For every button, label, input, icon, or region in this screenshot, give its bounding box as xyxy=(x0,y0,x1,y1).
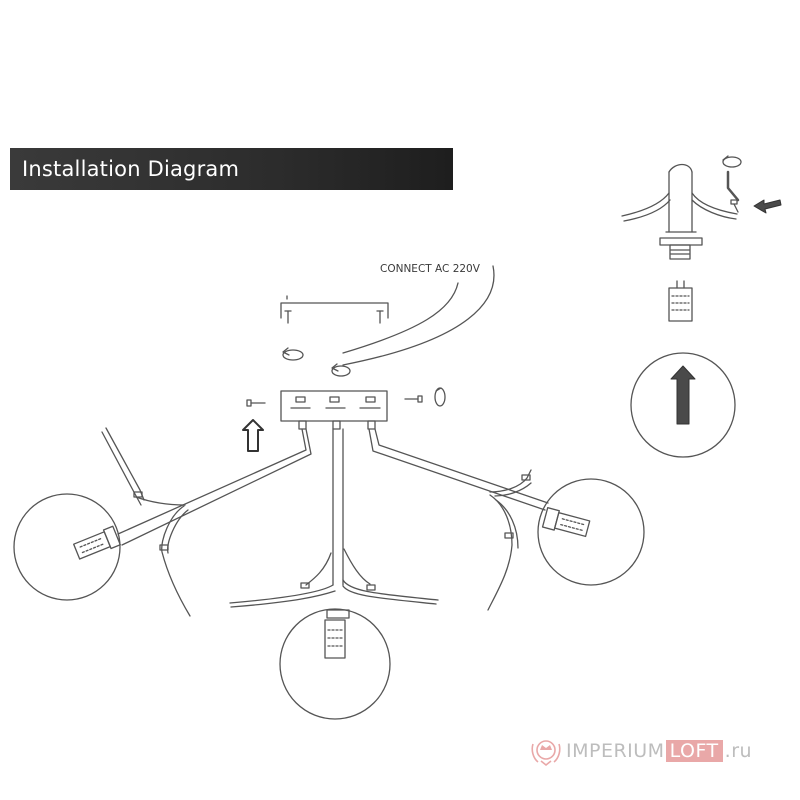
left-arrow-icon xyxy=(753,199,782,214)
bulb-detail xyxy=(668,280,693,322)
power-label: CONNECT AC 220V xyxy=(380,263,481,275)
canopy-box xyxy=(280,390,388,430)
left-arm xyxy=(101,427,312,617)
power-wire-2 xyxy=(342,265,495,366)
screw-icon xyxy=(404,395,423,403)
header-bar: Installation Diagram xyxy=(10,148,453,190)
screw-icon xyxy=(376,310,384,324)
watermark-brand-2: LOFT xyxy=(665,740,723,762)
page-title: Installation Diagram xyxy=(22,157,240,181)
bulb-left xyxy=(73,525,121,560)
allen-key-icon xyxy=(726,170,740,202)
center-arm xyxy=(229,428,439,619)
screw-icon xyxy=(730,199,739,213)
crown-logo-icon xyxy=(531,740,561,767)
bulb-center xyxy=(324,619,346,659)
watermark-brand-1: IMPERIUM xyxy=(566,740,665,762)
screw-icon xyxy=(284,310,292,324)
globe-left xyxy=(13,493,121,601)
rotate-arrow-icon xyxy=(331,363,351,377)
globe-detail xyxy=(630,352,736,458)
detail-fitting xyxy=(621,163,738,260)
screw-icon xyxy=(246,399,266,407)
power-wire-1 xyxy=(342,282,459,354)
up-arrow-icon xyxy=(670,365,696,425)
globe-center xyxy=(279,608,391,720)
globe-right xyxy=(537,478,645,586)
bulb-right xyxy=(541,506,591,538)
watermark: IMPERIUM LOFT .ru xyxy=(528,734,752,768)
mounting-bracket xyxy=(280,295,389,319)
rotate-arrow-icon xyxy=(722,155,742,168)
rotate-arrow-icon xyxy=(434,387,446,407)
rotate-arrow-icon xyxy=(282,347,304,361)
up-arrow-icon xyxy=(242,419,264,452)
right-arm xyxy=(368,428,549,611)
watermark-domain: .ru xyxy=(724,740,753,762)
